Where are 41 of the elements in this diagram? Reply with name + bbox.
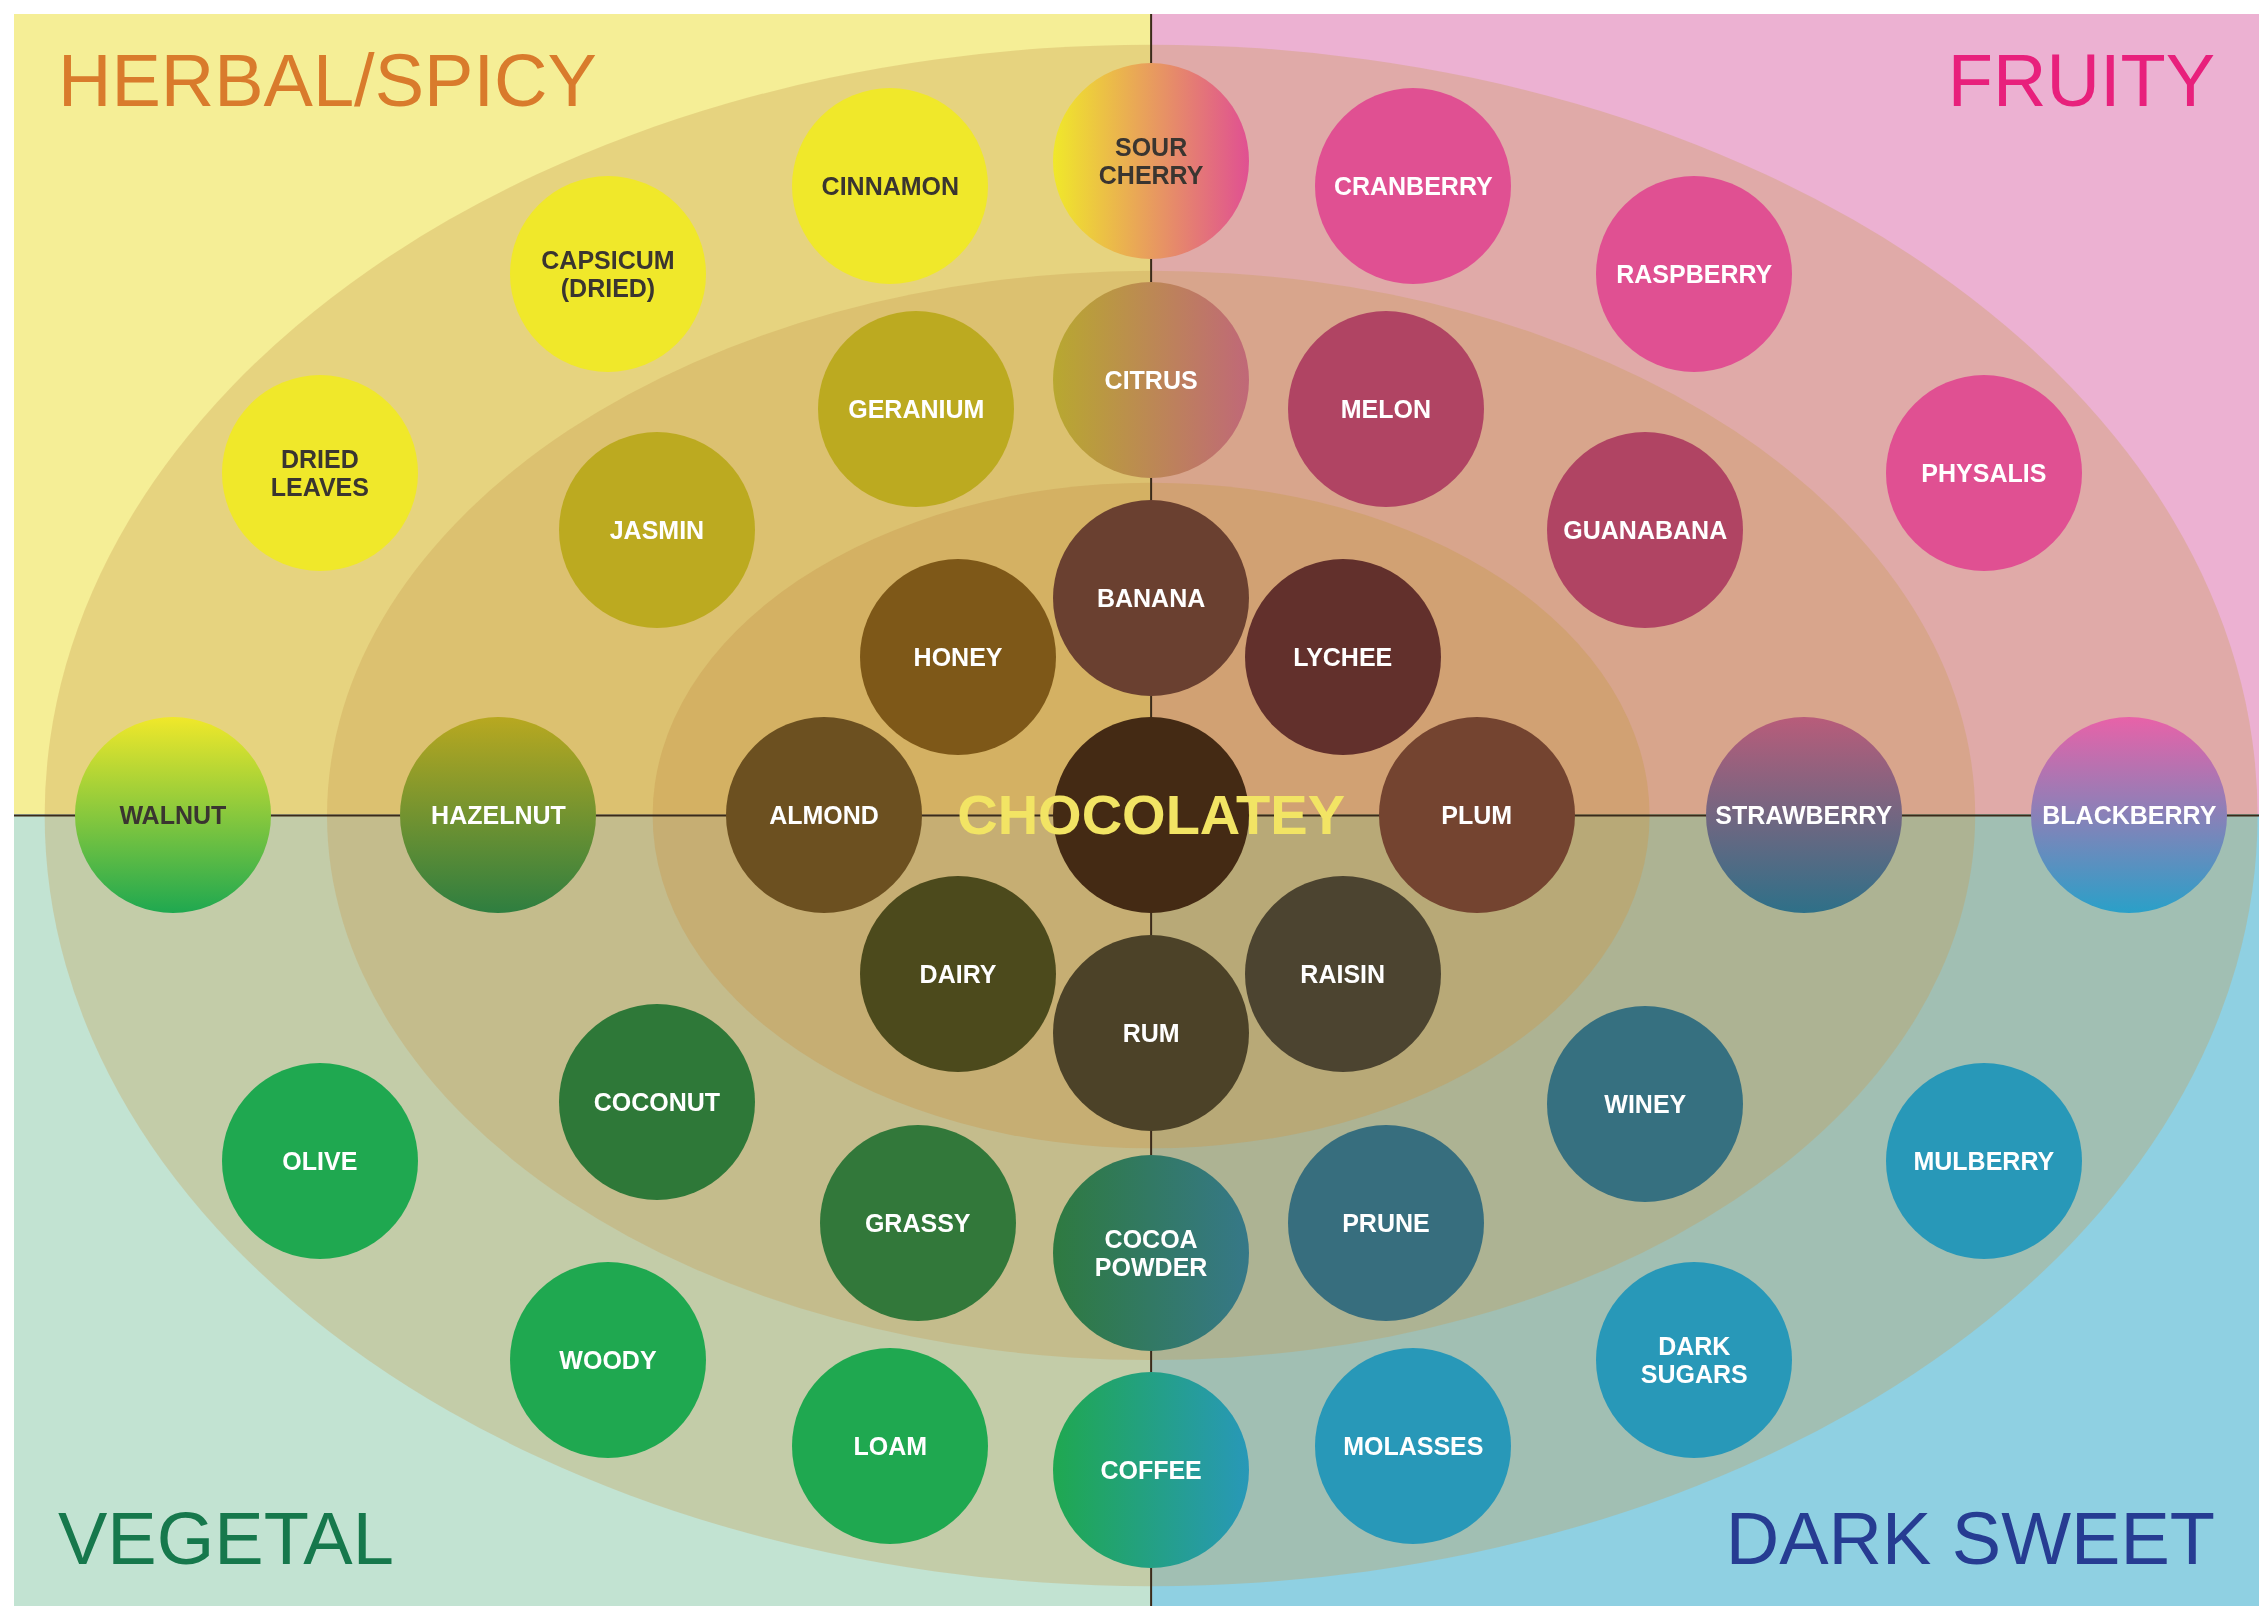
- flavor-label: PHYSALIS: [1921, 458, 2047, 487]
- flavor-label: GRASSY: [864, 1209, 971, 1238]
- flavor-label: CAPSICUM (DRIED): [540, 245, 676, 302]
- flavor-label: DARK SUGARS: [1639, 1332, 1749, 1388]
- flavor-label: PRUNE: [1342, 1209, 1430, 1238]
- flavor-label: CINNAMON: [821, 171, 960, 200]
- flavor-label: MOLASSES: [1343, 1432, 1484, 1461]
- flavor-label: DAIRY: [919, 959, 997, 988]
- flavor-label: LOAM: [853, 1432, 928, 1461]
- flavor-label: PLUM: [1441, 801, 1513, 830]
- flavor-label: STRAWBERRY: [1715, 801, 1893, 830]
- flavor-label: WALNUT: [119, 801, 227, 830]
- flavor-label: BANANA: [1096, 583, 1206, 612]
- flavor-label: RASPBERRY: [1616, 259, 1773, 288]
- flavor-label: RAISIN: [1300, 959, 1386, 988]
- flavor-label: COCOA POWDER: [1093, 1225, 1209, 1282]
- flavor-label: JASMIN: [609, 516, 705, 545]
- flavor-label: COFFEE: [1100, 1455, 1202, 1484]
- flavor-label: LYCHEE: [1293, 642, 1393, 671]
- flavor-label: GERANIUM: [848, 395, 985, 424]
- flavor-label: SOUR CHERRY: [1097, 133, 1205, 190]
- flavor-label: MELON: [1340, 395, 1432, 424]
- flavor-label: WINEY: [1604, 1089, 1687, 1118]
- flavor-label: CHOCOLATEY: [957, 784, 1346, 847]
- flavor-label: CITRUS: [1104, 366, 1198, 395]
- flavor-label: MULBERRY: [1913, 1147, 2055, 1176]
- quadrant-title: HERBAL/SPICY: [58, 44, 597, 118]
- flavor-label: HONEY: [913, 642, 1003, 671]
- quadrant-title: FRUITY: [1947, 44, 2215, 118]
- quadrant-title: VEGETAL: [58, 1502, 394, 1576]
- flavor-label: COCONUT: [593, 1088, 721, 1117]
- quadrant-title: DARK SWEET: [1725, 1502, 2215, 1576]
- flavor-label: DRIED LEAVES: [269, 444, 370, 501]
- flavor-label: WOODY: [559, 1346, 657, 1374]
- flavor-label: HAZELNUT: [431, 801, 566, 830]
- flavor-label: BLACKBERRY: [2042, 801, 2217, 830]
- flavor-label: OLIVE: [282, 1147, 358, 1176]
- flavor-label: CRANBERRY: [1333, 171, 1493, 200]
- flavor-label: ALMOND: [769, 801, 879, 830]
- flavor-label: GUANABANA: [1563, 516, 1728, 545]
- flavor-label: RUM: [1122, 1018, 1180, 1047]
